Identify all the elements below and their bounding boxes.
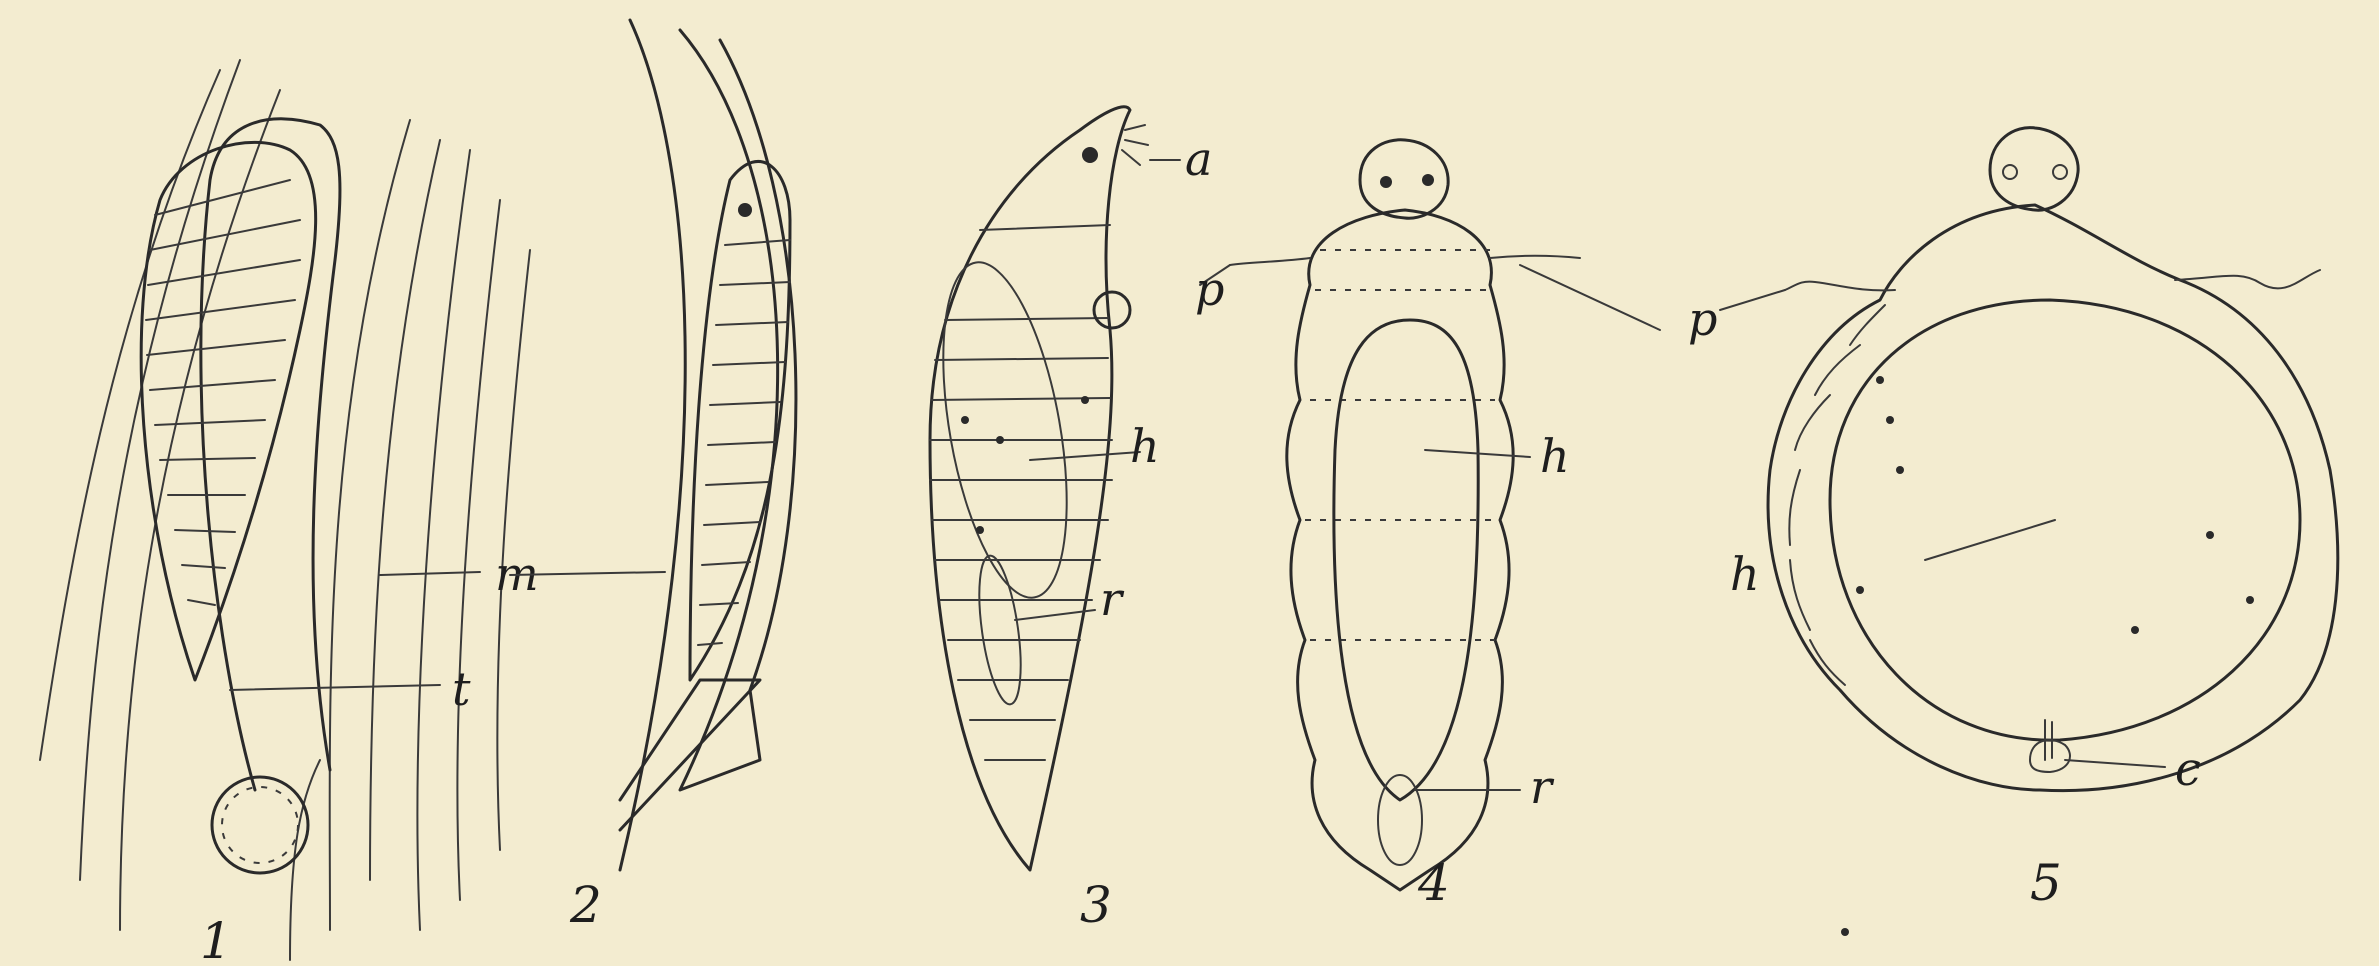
label-h-fig4: h	[1540, 429, 1570, 483]
figure-5-drawing	[1720, 128, 2338, 791]
figure-number-3: 3	[1080, 876, 1112, 934]
figure-3-drawing	[921, 107, 1180, 870]
label-r-fig3: r	[1100, 572, 1125, 626]
label-p-fig4: p	[1195, 262, 1224, 316]
label-h-fig3: h	[1130, 419, 1160, 473]
figure-number-4: 4	[1417, 854, 1450, 912]
label-t: t	[452, 662, 471, 716]
figure-1-drawing	[40, 60, 530, 960]
label-a: a	[1185, 132, 1212, 186]
stray-mark	[1841, 928, 1849, 936]
figure-number-2: 2	[569, 876, 602, 934]
figure-number-5: 5	[2030, 854, 2062, 912]
figure-4-drawing	[1200, 140, 1660, 890]
label-c: c	[2175, 742, 2201, 796]
label-r-fig4: r	[1530, 760, 1555, 814]
label-p-fig5: p	[1688, 292, 1717, 346]
label-h-fig5: h	[1730, 547, 1760, 601]
figure-number-1: 1	[200, 912, 232, 966]
figure-2-drawing	[510, 20, 796, 870]
